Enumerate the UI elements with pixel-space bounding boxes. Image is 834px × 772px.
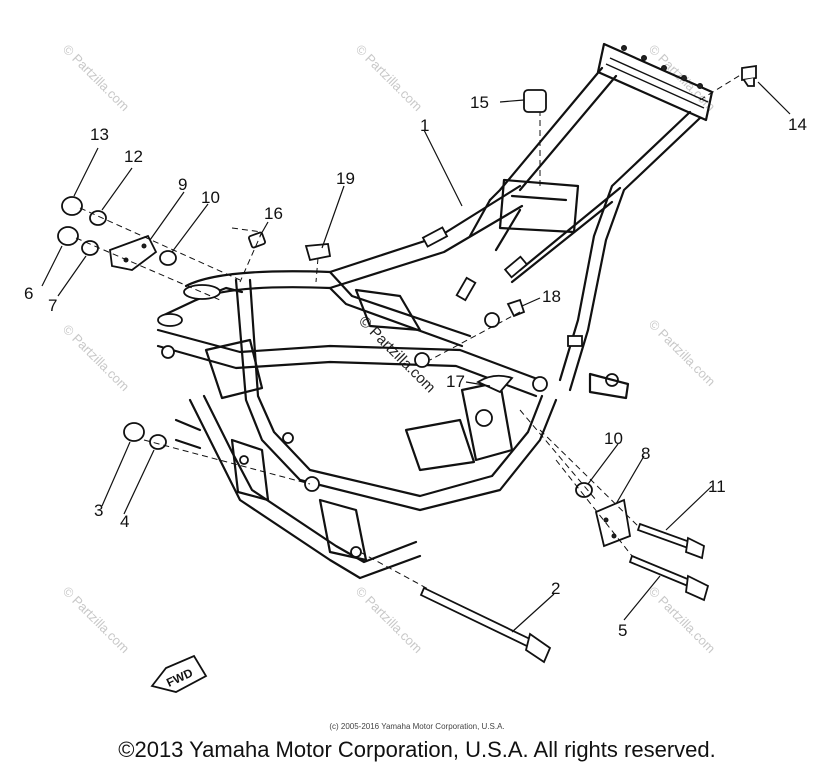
label-part-10-upper: 10 (201, 188, 220, 207)
clamp-19 (304, 243, 332, 262)
label-part-3: 3 (94, 501, 103, 520)
label-part-6: 6 (24, 284, 33, 303)
washer-7 (81, 240, 99, 256)
label-part-4: 4 (120, 512, 129, 531)
label-part-17: 17 (446, 372, 465, 391)
small-copyright: (c) 2005-2016 Yamaha Motor Corporation, … (329, 722, 505, 731)
label-part-9: 9 (178, 175, 187, 194)
label-part-2: 2 (551, 579, 560, 598)
bolt-5 (628, 554, 692, 588)
watermark: © Partzilla.com (60, 42, 133, 115)
label-part-10-lower: 10 (604, 429, 623, 448)
nut-6 (57, 226, 79, 246)
bracket-9 (109, 234, 158, 271)
collar-15 (523, 89, 547, 113)
bolt-2 (419, 586, 534, 649)
bolt-14 (741, 64, 757, 82)
watermark: © Partzilla.com (646, 317, 719, 390)
loose-parts (57, 64, 757, 664)
main-frame (156, 42, 714, 580)
alignment-lines (75, 73, 743, 591)
footer-copyright: ©2013 Yamaha Motor Corporation, U.S.A. A… (118, 737, 716, 762)
bolt-11 (636, 522, 692, 550)
guard-17 (476, 374, 514, 394)
washer-10b (575, 482, 593, 498)
forward-arrow: FWD (150, 654, 208, 693)
label-part-8: 8 (641, 444, 650, 463)
label-part-15: 15 (470, 93, 489, 112)
label-part-13: 13 (90, 125, 109, 144)
label-part-16: 16 (264, 204, 283, 223)
label-part-11: 11 (708, 477, 726, 496)
collar-16 (248, 231, 266, 249)
label-part-18: 18 (542, 287, 561, 306)
watermark: © Partzilla.com (353, 42, 426, 115)
leader-lines (41, 81, 791, 633)
part-labels: 1 2 3 4 5 6 7 8 9 10 10 11 12 13 14 15 1… (24, 93, 807, 640)
label-part-1: 1 (420, 116, 429, 135)
nut-3 (123, 422, 145, 442)
washer-10a (159, 250, 177, 266)
nut-13 (61, 196, 83, 216)
washer-4 (149, 434, 167, 450)
bracket-8 (594, 498, 632, 548)
label-part-7: 7 (48, 296, 57, 315)
watermark: © Partzilla.com (353, 584, 426, 657)
label-part-12: 12 (124, 147, 143, 166)
label-part-5: 5 (618, 621, 627, 640)
watermark: © Partzilla.com (60, 322, 133, 395)
watermark: © Partzilla.com (646, 584, 719, 657)
watermark: © Partzilla.com (60, 584, 133, 657)
label-part-14: 14 (788, 115, 807, 134)
label-part-19: 19 (336, 169, 355, 188)
